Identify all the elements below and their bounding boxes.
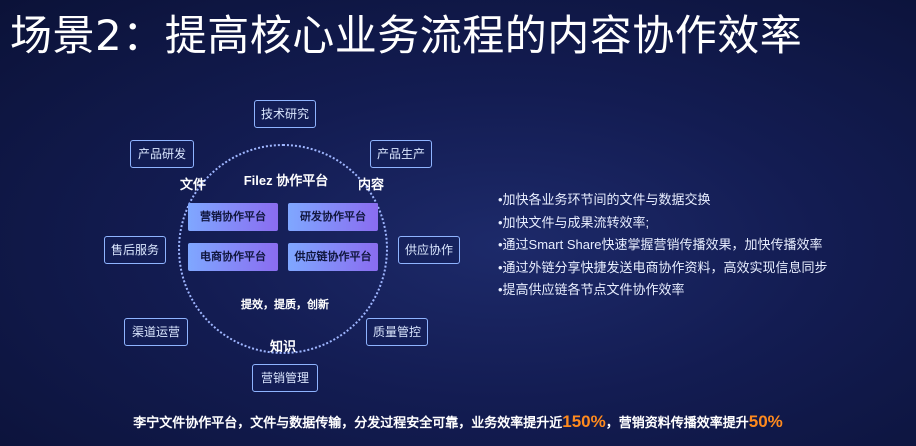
node-after-sales[interactable]: 售后服务	[104, 236, 166, 264]
node-tech-research[interactable]: 技术研究	[254, 100, 316, 128]
benefit-item: •提高供应链各节点文件协作效率	[498, 282, 685, 297]
node-supply-collab[interactable]: 供应协作	[398, 236, 460, 264]
platform-rd[interactable]: 研发协作平台	[288, 203, 378, 231]
footer-text-1: 李宁文件协作平台，文件与数据传输，分发过程安全可靠，业务效率提升近	[133, 415, 563, 430]
diagram-tagline: 提效，提质，创新	[241, 299, 329, 311]
node-product-production[interactable]: 产品生产	[370, 140, 432, 168]
footer-summary: 李宁文件协作平台，文件与数据传输，分发过程安全可靠，业务效率提升近150%，营销…	[0, 412, 916, 432]
platform-marketing[interactable]: 营销协作平台	[188, 203, 278, 231]
label-content: 内容	[358, 177, 385, 192]
node-marketing-mgmt[interactable]: 营销管理	[252, 364, 318, 392]
footer-highlight-2: 50%	[748, 412, 783, 431]
node-quality-control[interactable]: 质量管控	[366, 318, 428, 346]
platform-supply-chain[interactable]: 供应链协作平台	[288, 243, 378, 271]
node-channel-ops[interactable]: 渠道运营	[124, 318, 188, 346]
page-title: 场景2：提高核心业务流程的内容协作效率	[10, 11, 803, 60]
label-file: 文件	[180, 177, 207, 192]
benefit-item: •加快各业务环节间的文件与数据交换	[498, 192, 711, 207]
node-product-rd[interactable]: 产品研发	[130, 140, 194, 168]
footer-highlight-1: 150%	[562, 412, 606, 431]
platform-ecommerce[interactable]: 电商协作平台	[188, 243, 278, 271]
benefit-list: •加快各业务环节间的文件与数据交换 •加快文件与成果流转效率; •通过Smart…	[498, 189, 908, 302]
label-knowledge: 知识	[270, 339, 297, 354]
footer-text-2: ，营销资料传播效率提升	[605, 415, 749, 430]
benefit-item: •通过外链分享快捷发送电商协作资料，高效实现信息同步	[498, 259, 828, 275]
platform-circle	[178, 144, 388, 354]
benefit-item: •通过Smart Share快速掌握营销传播效果，加快传播效率	[498, 237, 823, 252]
benefit-item: •加快文件与成果流转效率;	[498, 214, 650, 230]
platform-title: Filez 协作平台	[243, 173, 329, 188]
